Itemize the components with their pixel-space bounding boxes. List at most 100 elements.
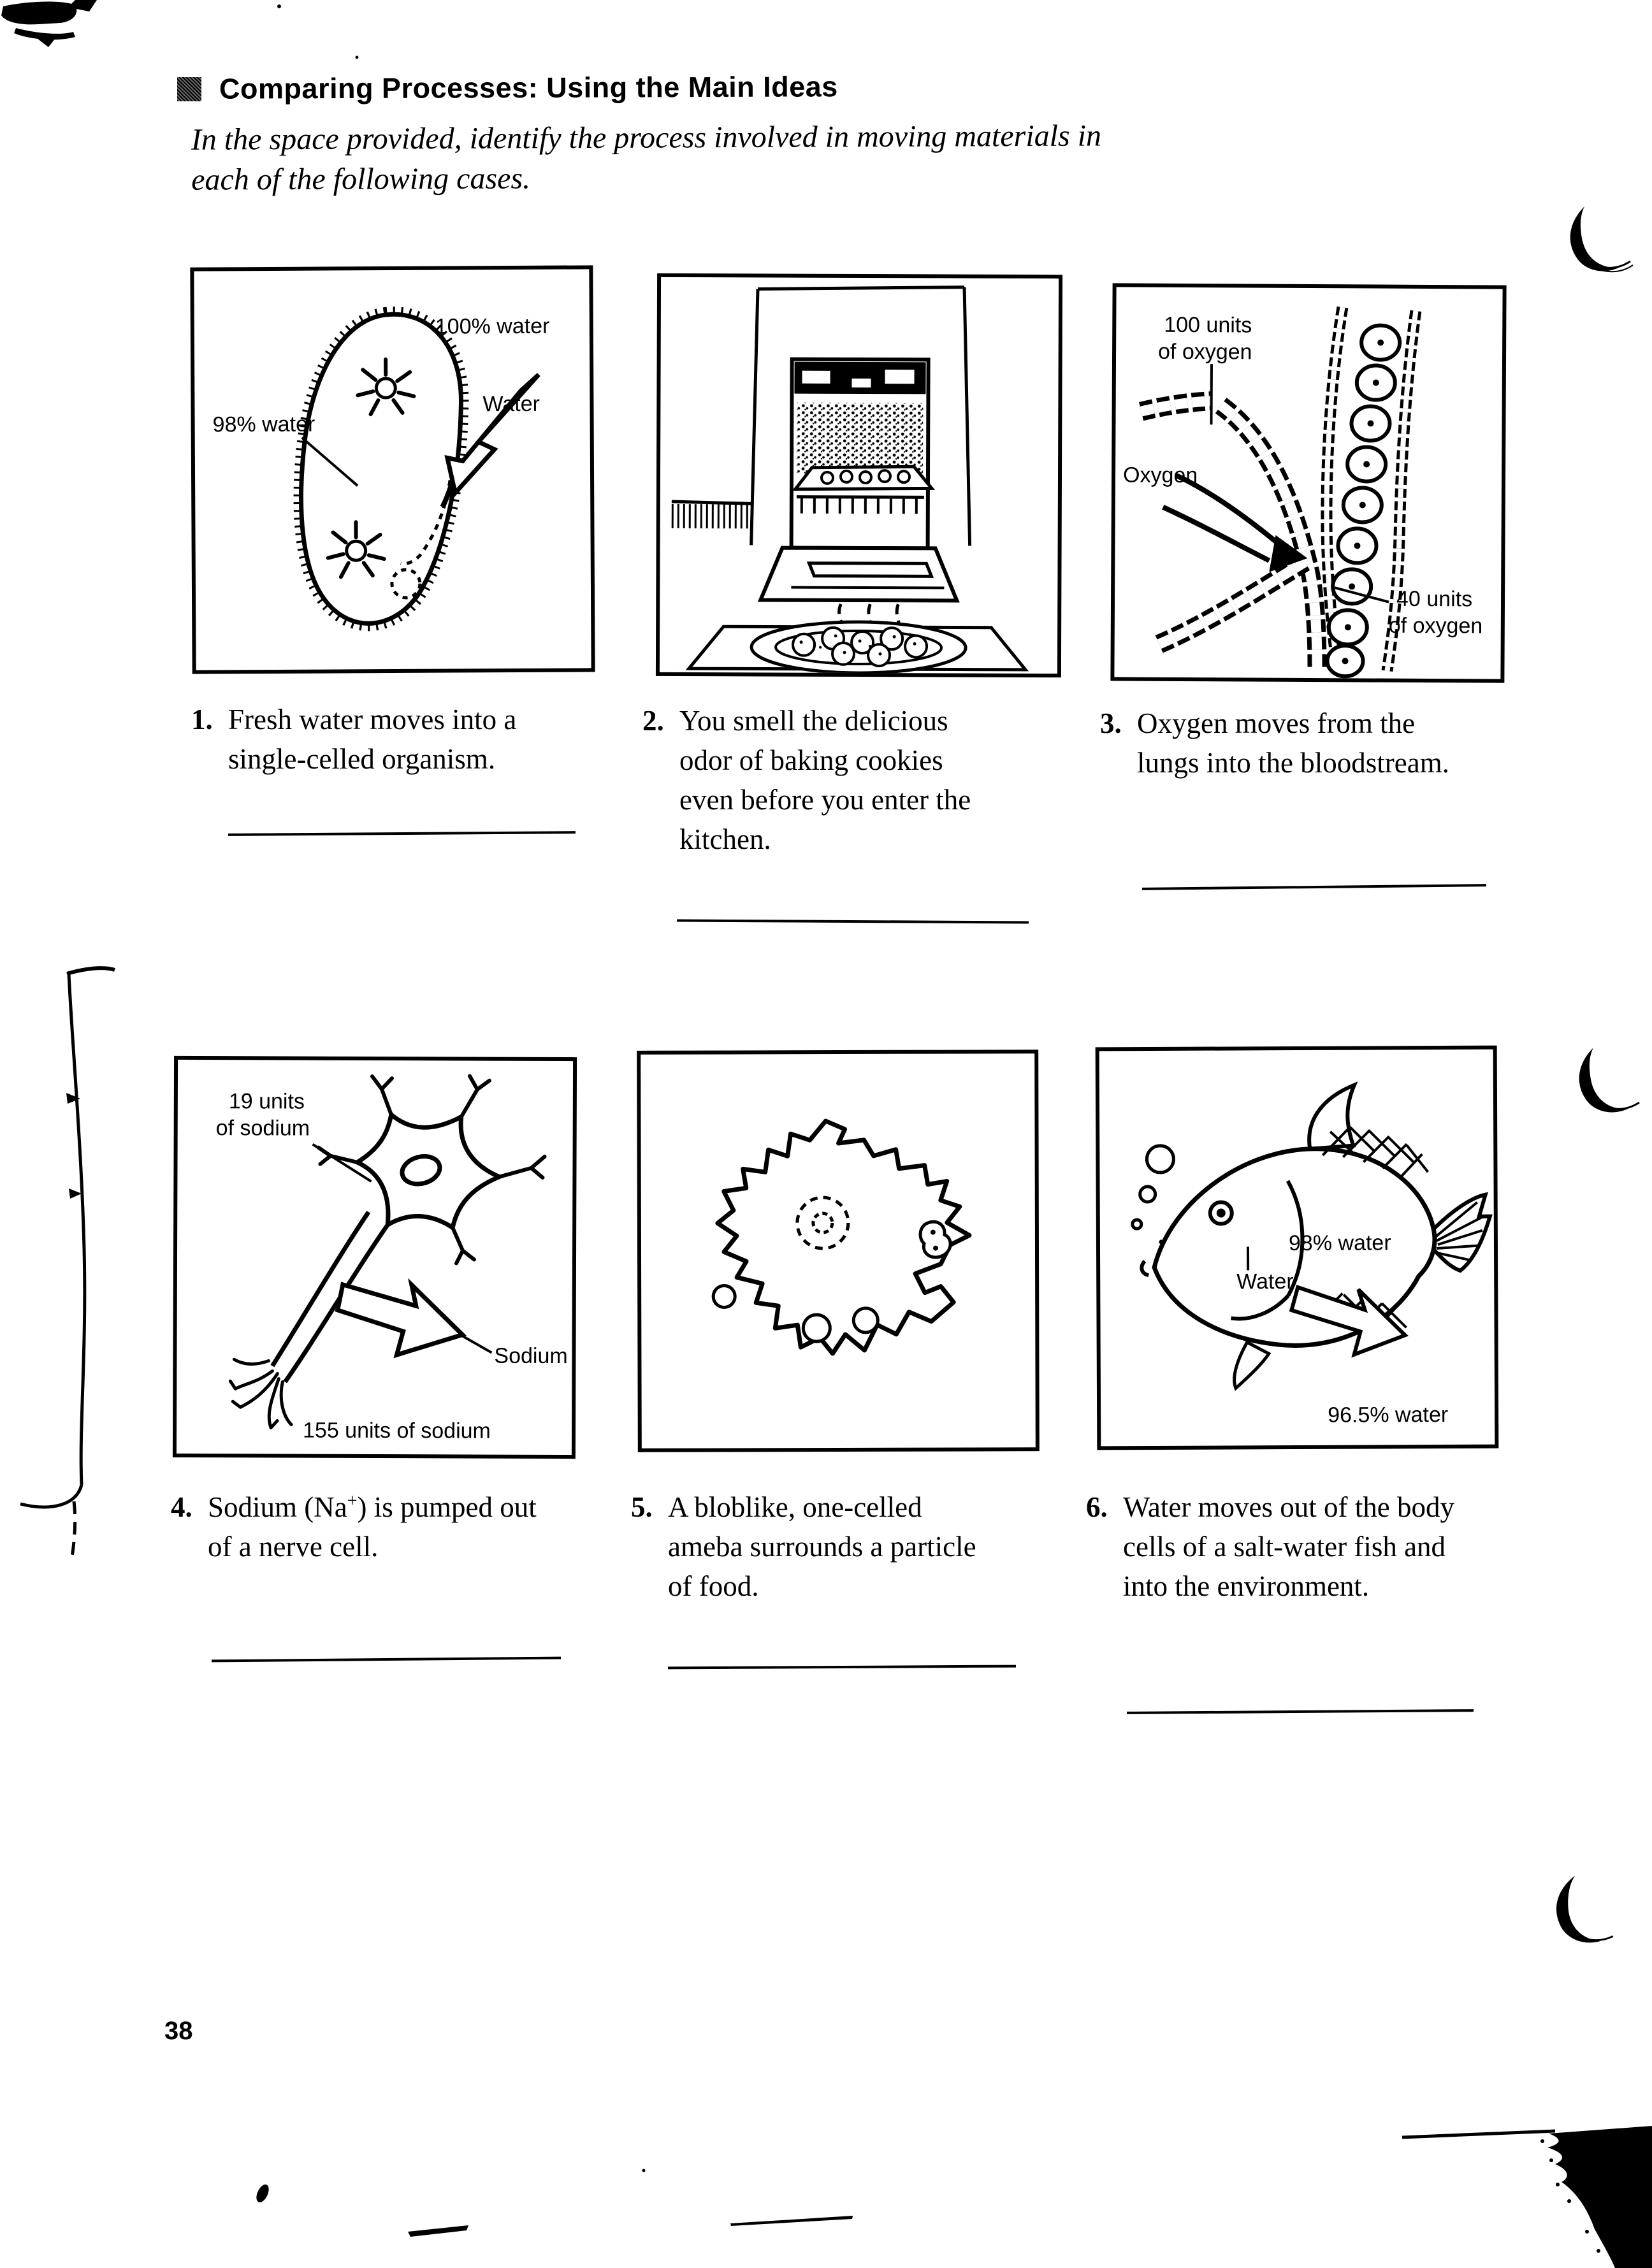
panel-2-figure bbox=[655, 273, 1063, 678]
food-vacuole bbox=[390, 568, 422, 600]
scan-artifact-crescent-3 bbox=[1556, 1875, 1614, 1943]
cookies-on-sheet bbox=[820, 469, 911, 485]
oven-cavity-speckle bbox=[797, 402, 924, 475]
scan-artifact-crescent-1 bbox=[1570, 206, 1634, 273]
scan-artifact-smudges bbox=[256, 2169, 853, 2237]
label-pointer-line bbox=[461, 1334, 493, 1354]
page-title: Comparing Processes: Using the Main Idea… bbox=[219, 70, 838, 105]
label-19-units: 19 units bbox=[229, 1089, 305, 1113]
pelvic-fin bbox=[1233, 1340, 1272, 1391]
cell-membrane bbox=[299, 312, 463, 626]
food-dot-1 bbox=[930, 1229, 936, 1235]
contractile-vacuole-2 bbox=[326, 520, 386, 579]
fish-figure: 98% water Water 96.5% water bbox=[1131, 1081, 1493, 1427]
tail-fin bbox=[1426, 1192, 1493, 1273]
answer-line-5 bbox=[667, 1665, 1017, 1670]
oven-display bbox=[802, 370, 830, 384]
question-1-number: 1. bbox=[191, 704, 213, 735]
oven-figure bbox=[671, 285, 1029, 674]
question-6-number: 6. bbox=[1086, 1491, 1108, 1523]
gullet-dashed bbox=[400, 480, 452, 566]
question-4-number: 4. bbox=[171, 1491, 192, 1523]
question-3: 3. Oxygen moves from the lungs into the … bbox=[1100, 704, 1456, 783]
scan-artifact-left-curl bbox=[20, 966, 115, 1562]
scan-artifact-crescent-2 bbox=[1579, 1048, 1640, 1113]
airway-cell-chains bbox=[1139, 391, 1327, 670]
page-number: 38 bbox=[164, 2017, 193, 2045]
question-5-text: A bloblike, one-celled ameba surrounds a… bbox=[668, 1491, 976, 1602]
label-155-units-of-sodium: 155 units of sodium bbox=[303, 1419, 491, 1443]
cell-nuclei-dots bbox=[1342, 339, 1384, 665]
back-crosshatch bbox=[1321, 1125, 1430, 1178]
label-of-oxygen-bottom: of oxygen bbox=[1389, 614, 1483, 639]
paramecium-figure: 100% water 98% water Water bbox=[213, 307, 550, 632]
mouth bbox=[1140, 1259, 1149, 1277]
label-pointer-line bbox=[301, 437, 359, 487]
instructions-line-1: In the space provided, identify the proc… bbox=[191, 119, 1102, 157]
question-4: 4. Sodium (Na+) is pumped out of a nerve… bbox=[171, 1487, 539, 1566]
nucleus bbox=[400, 1154, 442, 1187]
oven-rack bbox=[796, 495, 924, 499]
water-out-arrow bbox=[1289, 1285, 1409, 1358]
question-4-text: Sodium (Na+) is pumped out of a nerve ce… bbox=[208, 1487, 539, 1566]
panel-3-figure: 100 units of oxygen Oxygen 40 units of o… bbox=[1110, 283, 1507, 683]
label-of-sodium: of sodium bbox=[216, 1116, 310, 1141]
tail-fin-rays bbox=[1433, 1201, 1484, 1261]
ameba-figure bbox=[711, 1118, 972, 1356]
question-1-text: Fresh water moves into a single-celled o… bbox=[228, 704, 517, 775]
label-98-percent-water: 98% water bbox=[213, 412, 315, 437]
question-3-text: Oxygen moves from the lungs into the blo… bbox=[1137, 707, 1449, 779]
question-2-number: 2. bbox=[642, 705, 664, 737]
gill-line bbox=[1286, 1180, 1305, 1297]
question-1: 1. Fresh water moves into a single-celle… bbox=[191, 700, 560, 779]
nostril bbox=[1159, 1239, 1164, 1245]
label-pointer-line-bottom bbox=[1334, 586, 1389, 603]
answer-line-6 bbox=[1126, 1709, 1474, 1714]
dorsal-spike-fin bbox=[1307, 1081, 1358, 1152]
nucleus-outer bbox=[795, 1195, 850, 1250]
capillary-figure: 100 units of oxygen Oxygen 40 units of o… bbox=[1123, 306, 1483, 679]
question-4-text-pre: Sodium (Na bbox=[208, 1491, 347, 1523]
sodium-arrow bbox=[335, 1278, 467, 1359]
oven-door bbox=[757, 545, 960, 603]
label-100-units: 100 units bbox=[1164, 313, 1252, 338]
panel-5-figure bbox=[637, 1050, 1040, 1452]
cookies-on-plate bbox=[792, 626, 929, 668]
label-water: Water bbox=[482, 392, 540, 416]
neuron-figure: 19 units of sodium Sodium 155 units of s… bbox=[216, 1074, 568, 1443]
section-bullet-square bbox=[177, 77, 201, 101]
question-2-text: You smell the delicious odor of baking c… bbox=[679, 705, 971, 855]
question-5-number: 5. bbox=[631, 1491, 653, 1523]
label-40-units: 40 units bbox=[1396, 587, 1472, 612]
food-particle bbox=[918, 1220, 952, 1259]
instructions: In the space provided, identify the proc… bbox=[191, 115, 1275, 199]
answer-line-4 bbox=[211, 1656, 562, 1663]
bubbles bbox=[1131, 1144, 1175, 1231]
answer-line-1 bbox=[228, 831, 576, 836]
answer-line-3 bbox=[1141, 884, 1487, 890]
label-oxygen: Oxygen bbox=[1123, 463, 1198, 488]
axon-terminals bbox=[228, 1357, 293, 1429]
question-4-text-post: ) is pumped out of a nerve cell. bbox=[208, 1491, 537, 1563]
panel-6-figure: 98% water Water 96.5% water bbox=[1095, 1045, 1499, 1450]
label-pointer-line-top bbox=[312, 1143, 372, 1183]
instructions-line-2: each of the following cases. bbox=[191, 161, 531, 197]
question-6: 6. Water moves out of the body cells of … bbox=[1086, 1487, 1480, 1606]
answer-line-2 bbox=[676, 919, 1029, 924]
vacuoles bbox=[711, 1283, 880, 1343]
oxygen-arrow bbox=[1162, 473, 1308, 572]
oven-knob bbox=[885, 370, 915, 384]
panel-4-figure: 19 units of sodium Sodium 155 units of s… bbox=[172, 1055, 577, 1459]
axon bbox=[270, 1211, 390, 1383]
scan-artifact-bottom-right-blob bbox=[1402, 2126, 1652, 2268]
label-water: Water bbox=[1236, 1269, 1294, 1294]
label-98-percent-water: 98% water bbox=[1289, 1231, 1391, 1255]
panel-1-figure: 100% water 98% water Water bbox=[190, 265, 595, 674]
label-100-percent-water: 100% water bbox=[435, 314, 550, 339]
food-dot-2 bbox=[932, 1245, 938, 1251]
cookie-chips bbox=[799, 634, 917, 656]
oven-button bbox=[851, 378, 871, 388]
question-3-number: 3. bbox=[1100, 707, 1122, 739]
question-6-text: Water moves out of the body cells of a s… bbox=[1123, 1491, 1455, 1602]
